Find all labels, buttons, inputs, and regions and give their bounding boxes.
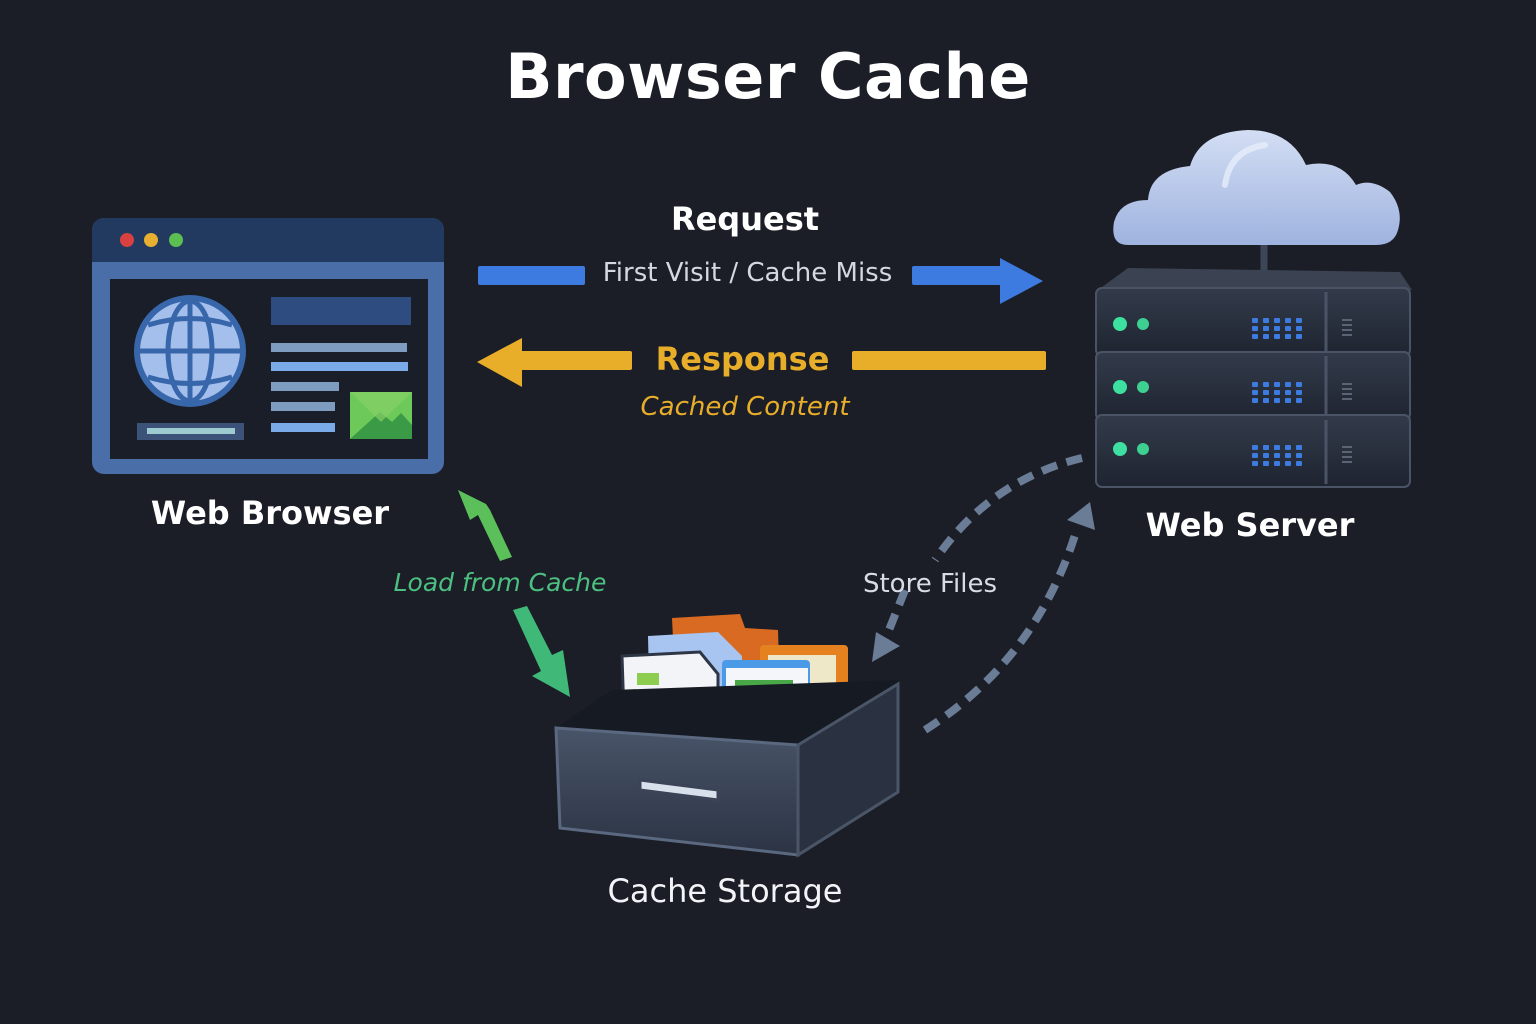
server-port-led <box>1285 326 1291 331</box>
server-port-led <box>1285 461 1291 466</box>
cloud-icon <box>1113 130 1400 275</box>
server-port-led <box>1296 398 1302 403</box>
cache-storage-label: Cache Storage <box>607 872 843 910</box>
server-port-led <box>1252 382 1258 387</box>
server-port-led <box>1274 453 1280 458</box>
image-thumbnail-icon <box>350 392 412 439</box>
web-server-label: Web Server <box>1145 506 1355 544</box>
server-port-led <box>1296 318 1302 323</box>
server-port-led <box>1285 318 1291 323</box>
server-port-led <box>1252 390 1258 395</box>
diagram-title: Browser Cache <box>505 40 1031 113</box>
server-port-led <box>1263 453 1269 458</box>
server-port-led <box>1263 445 1269 450</box>
server-port-led <box>1296 334 1302 339</box>
web-browser-icon <box>92 218 444 474</box>
server-port-led <box>1274 334 1280 339</box>
server-port-led <box>1285 382 1291 387</box>
server-port-led <box>1274 398 1280 403</box>
server-port-led <box>1252 398 1258 403</box>
store-files-label: Store Files <box>862 569 998 599</box>
server-port-led <box>1263 398 1269 403</box>
request-sublabel: First Visit / Cache Miss <box>602 258 893 288</box>
server-port-led <box>1274 390 1280 395</box>
server-rack-icon <box>1095 268 1412 488</box>
store-arrowhead-up <box>1067 502 1095 530</box>
server-port-led <box>1263 334 1269 339</box>
server-port-led <box>1285 453 1291 458</box>
server-port-led <box>1263 326 1269 331</box>
response-label: Response <box>655 340 830 378</box>
server-port-led <box>1274 445 1280 450</box>
server-port-led <box>1263 390 1269 395</box>
window-minimize-dot <box>144 233 158 247</box>
server-unit <box>1095 414 1411 488</box>
load-from-cache-label: Load from Cache <box>393 568 607 597</box>
request-label: Request <box>670 200 820 238</box>
server-port-led <box>1285 445 1291 450</box>
server-port-led <box>1252 445 1258 450</box>
globe-icon <box>134 295 246 407</box>
web-browser-label: Web Browser <box>150 494 390 532</box>
server-port-led <box>1252 318 1258 323</box>
server-port-led <box>1285 390 1291 395</box>
server-port-led <box>1252 461 1258 466</box>
server-port-led <box>1274 326 1280 331</box>
server-port-led <box>1263 382 1269 387</box>
cache-storage-icon <box>554 614 900 858</box>
server-port-led <box>1274 382 1280 387</box>
store-files-arrow <box>881 454 1083 734</box>
load-from-cache-arrow <box>458 490 570 697</box>
server-port-led <box>1252 453 1258 458</box>
drawer-handle <box>638 778 720 802</box>
request-arrow <box>478 258 1043 304</box>
server-port-led <box>1296 461 1302 466</box>
server-port-led <box>1285 334 1291 339</box>
server-port-led <box>1252 326 1258 331</box>
server-port-led <box>1274 318 1280 323</box>
response-arrow <box>477 338 1046 387</box>
window-close-dot <box>120 233 134 247</box>
server-port-led <box>1263 318 1269 323</box>
server-port-led <box>1296 326 1302 331</box>
server-port-led <box>1296 445 1302 450</box>
server-port-led <box>1263 461 1269 466</box>
server-port-led <box>1274 461 1280 466</box>
server-port-led <box>1296 390 1302 395</box>
server-port-led <box>1252 334 1258 339</box>
store-arrowhead-down <box>872 632 900 662</box>
server-port-led <box>1296 453 1302 458</box>
server-port-led <box>1285 398 1291 403</box>
window-maximize-dot <box>169 233 183 247</box>
server-port-led <box>1296 382 1302 387</box>
response-sublabel: Cached Content <box>640 392 850 422</box>
